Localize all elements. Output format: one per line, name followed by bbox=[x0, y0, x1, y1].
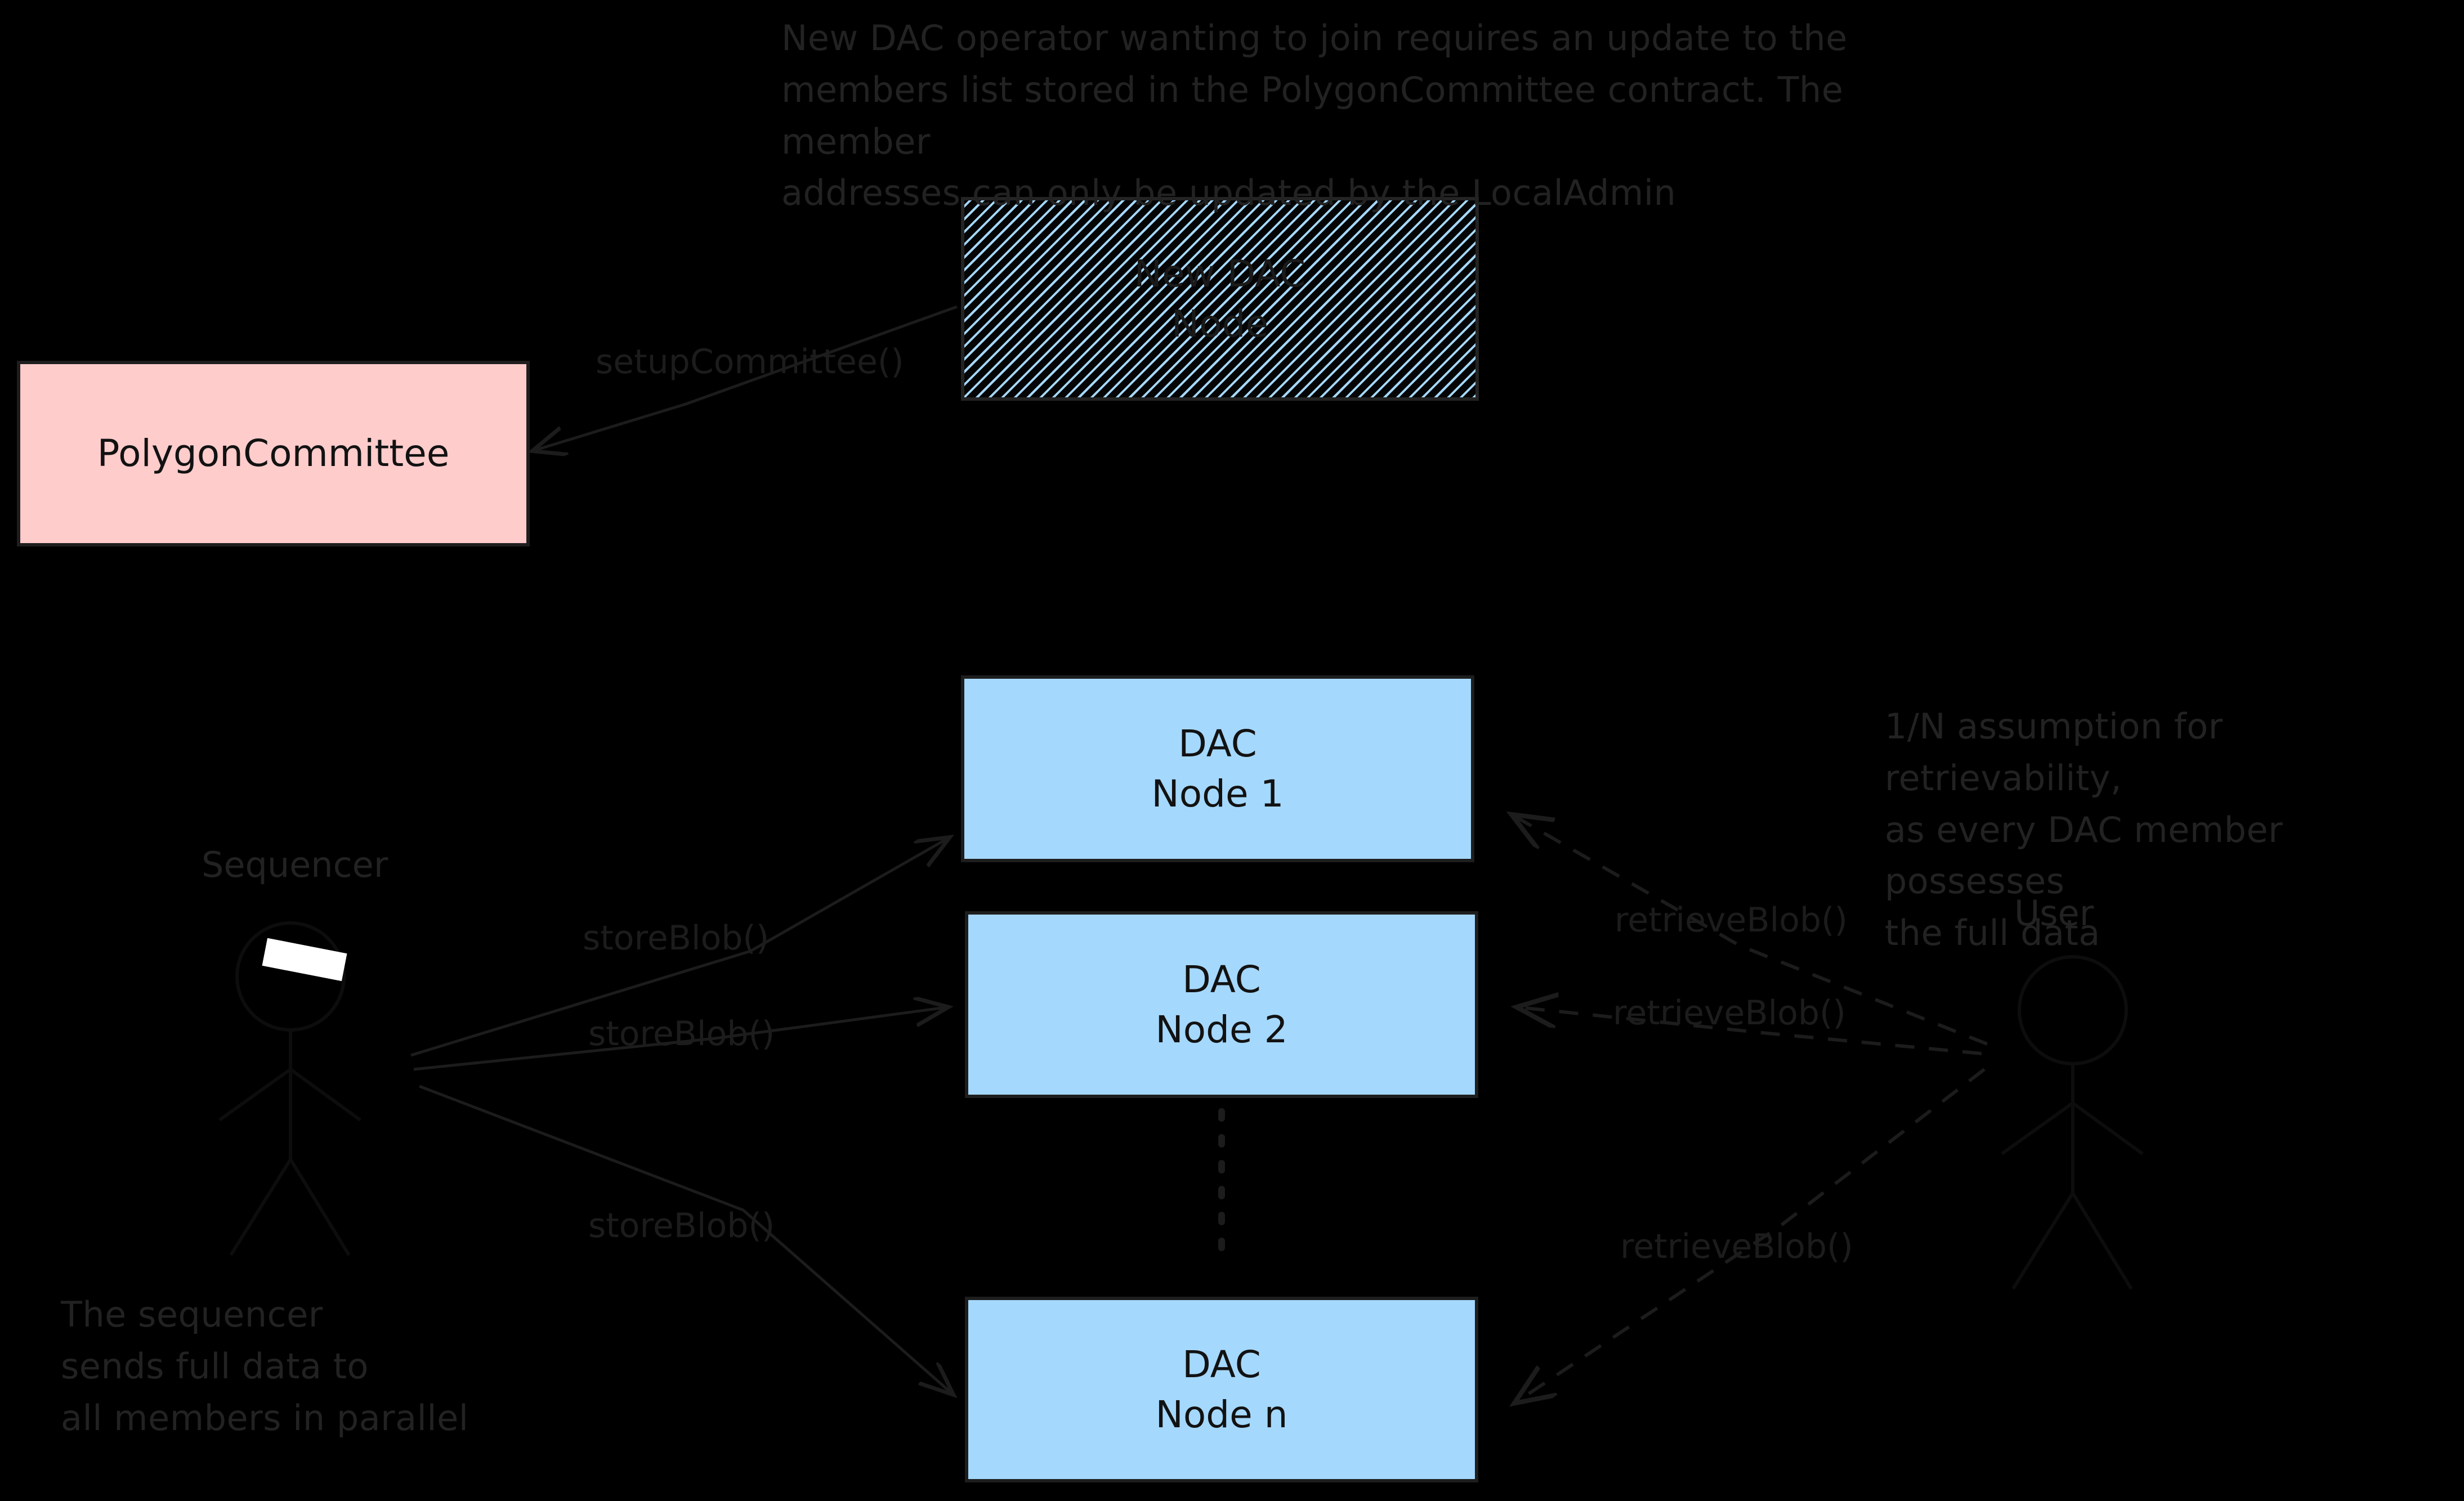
note-new-operator: New DAC operator wanting to join require… bbox=[781, 17, 1848, 214]
note-retrievability: 1/N assumption for retrievability, as ev… bbox=[1885, 706, 2283, 953]
new-dac-node-box[interactable]: New DAC Node bbox=[961, 197, 1479, 401]
note-sequencer-parallel: The sequencer sends full data to all mem… bbox=[61, 1294, 469, 1439]
dac-node-n-box[interactable]: DAC Node n bbox=[965, 1297, 1478, 1482]
user-label: User bbox=[2014, 893, 2094, 934]
edge-label-store-blob-n: storeBlob() bbox=[588, 1206, 775, 1245]
sequencer-label: Sequencer bbox=[202, 844, 388, 885]
polygon-committee-box[interactable]: PolygonCommittee bbox=[17, 361, 530, 546]
dac-node-1-box[interactable]: DAC Node 1 bbox=[961, 675, 1474, 862]
edge-label-retrieve-blob-2: retrieveBlob() bbox=[1613, 993, 1846, 1033]
dac-node-2-box[interactable]: DAC Node 2 bbox=[965, 911, 1478, 1098]
sequencer-badge-icon bbox=[262, 938, 347, 982]
edge-label-retrieve-blob-n: retrieveBlob() bbox=[1620, 1227, 1853, 1266]
edge-label-setup-committee: setupCommittee() bbox=[596, 342, 904, 382]
edge-label-retrieve-blob-1: retrieveBlob() bbox=[1615, 900, 1848, 940]
edge-label-store-blob-1: storeBlob() bbox=[583, 918, 770, 958]
user-person-icon bbox=[2001, 955, 2144, 1290]
edge-label-store-blob-2: storeBlob() bbox=[588, 1014, 775, 1054]
